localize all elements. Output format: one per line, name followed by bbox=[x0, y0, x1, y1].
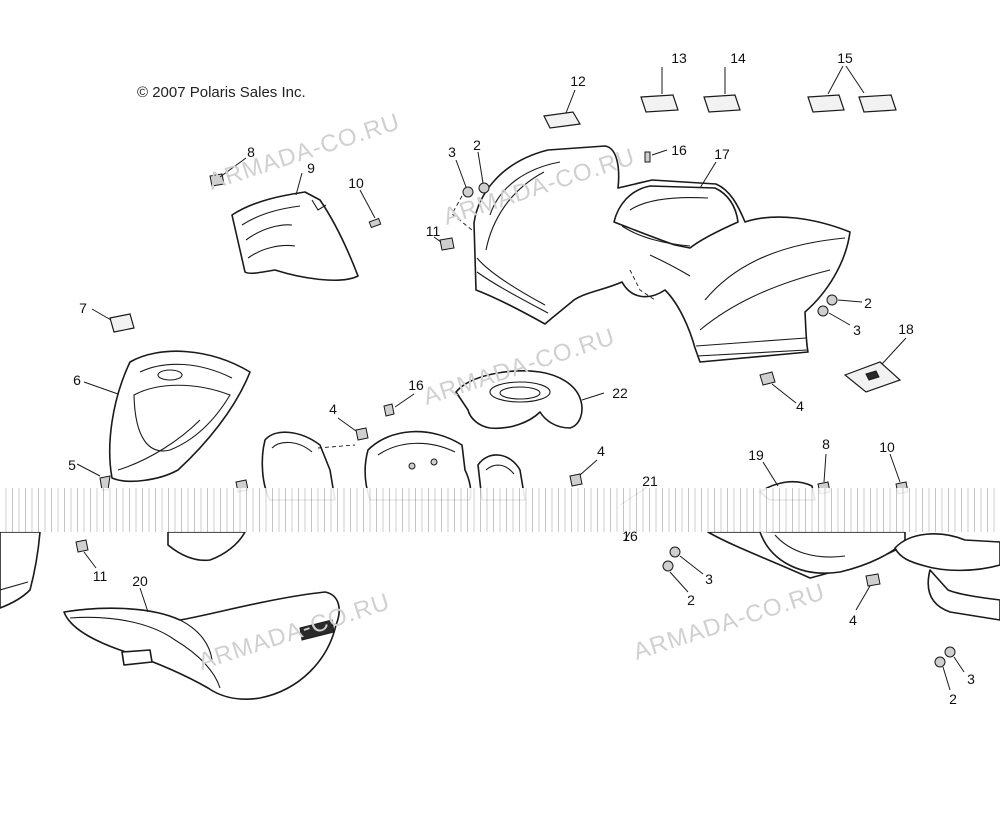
push-rivet-4b bbox=[337, 417, 369, 441]
callout-20: 20 bbox=[132, 573, 148, 589]
callout-2: 2 bbox=[864, 295, 872, 311]
seat-20 bbox=[63, 587, 340, 700]
callout-8: 8 bbox=[822, 436, 830, 452]
callout-22: 22 bbox=[612, 385, 628, 401]
bolt-16b bbox=[383, 393, 415, 417]
front-fender-center bbox=[364, 430, 472, 501]
callout-16: 16 bbox=[671, 142, 687, 158]
nut-3a bbox=[455, 159, 474, 198]
callout-7: 7 bbox=[79, 300, 87, 316]
emblem-7 bbox=[91, 308, 135, 333]
bolt-16a bbox=[644, 149, 668, 163]
washer-2c bbox=[662, 560, 689, 593]
callout-4: 4 bbox=[849, 612, 857, 628]
console-22 bbox=[455, 370, 605, 430]
push-rivet-4d bbox=[855, 573, 881, 611]
screw-5 bbox=[76, 463, 111, 491]
footwell-left-lower bbox=[0, 531, 41, 609]
leader-16c bbox=[624, 531, 631, 541]
callout-19: 19 bbox=[748, 447, 764, 463]
callout-4: 4 bbox=[597, 443, 605, 459]
callout-6: 6 bbox=[73, 372, 81, 388]
side-panel-9 bbox=[231, 172, 359, 281]
callout-9: 9 bbox=[307, 160, 315, 176]
callout-3: 3 bbox=[967, 671, 975, 687]
nut-3b bbox=[817, 305, 851, 326]
callout-11: 11 bbox=[92, 568, 108, 584]
footwell-center-lower bbox=[167, 531, 246, 562]
callout-18: 18 bbox=[898, 321, 914, 337]
callout-14: 14 bbox=[730, 50, 746, 66]
push-rivet-4a bbox=[759, 371, 797, 404]
push-rivet-11b bbox=[75, 539, 97, 569]
callout-16: 16 bbox=[622, 528, 638, 544]
callout-3: 3 bbox=[853, 322, 861, 338]
callout-2: 2 bbox=[687, 592, 695, 608]
nut-3c bbox=[669, 546, 704, 575]
front-nose-6 bbox=[83, 350, 251, 483]
push-rivet-4c bbox=[569, 459, 598, 487]
callout-2: 2 bbox=[949, 691, 957, 707]
callout-5: 5 bbox=[68, 457, 76, 473]
callout-10: 10 bbox=[348, 175, 364, 191]
callout-2: 2 bbox=[473, 137, 481, 153]
callout-13: 13 bbox=[671, 50, 687, 66]
rear-footwell-right bbox=[707, 531, 1000, 621]
screw-8a bbox=[209, 157, 247, 187]
front-footwell-left bbox=[261, 431, 356, 501]
emblem-12 bbox=[543, 89, 581, 129]
screw-10a bbox=[359, 189, 382, 229]
scan-noise-band bbox=[0, 488, 1000, 532]
rear-fender-17 bbox=[451, 145, 851, 363]
push-rivet-11a bbox=[433, 236, 455, 251]
callout-11: 11 bbox=[425, 223, 441, 239]
callout-4: 4 bbox=[329, 401, 337, 417]
decal-14 bbox=[703, 67, 741, 113]
callout-15: 15 bbox=[837, 50, 853, 66]
copyright-text: © 2007 Polaris Sales Inc. bbox=[137, 84, 306, 101]
decal-13 bbox=[640, 67, 679, 113]
callout-3: 3 bbox=[448, 144, 456, 160]
callout-21: 21 bbox=[642, 473, 658, 489]
callout-3: 3 bbox=[705, 571, 713, 587]
decal-15 bbox=[807, 65, 897, 113]
washer-2a bbox=[477, 151, 490, 194]
callout-16: 16 bbox=[408, 377, 424, 393]
washer-2b bbox=[826, 294, 863, 306]
callout-17: 17 bbox=[714, 146, 730, 162]
callout-12: 12 bbox=[570, 73, 586, 89]
leader-17 bbox=[699, 161, 717, 189]
washer-2d bbox=[934, 656, 951, 691]
callout-4: 4 bbox=[796, 398, 804, 414]
callout-8: 8 bbox=[247, 144, 255, 160]
nut-3d bbox=[944, 646, 965, 673]
decal-18 bbox=[843, 337, 907, 393]
callout-10: 10 bbox=[879, 439, 895, 455]
